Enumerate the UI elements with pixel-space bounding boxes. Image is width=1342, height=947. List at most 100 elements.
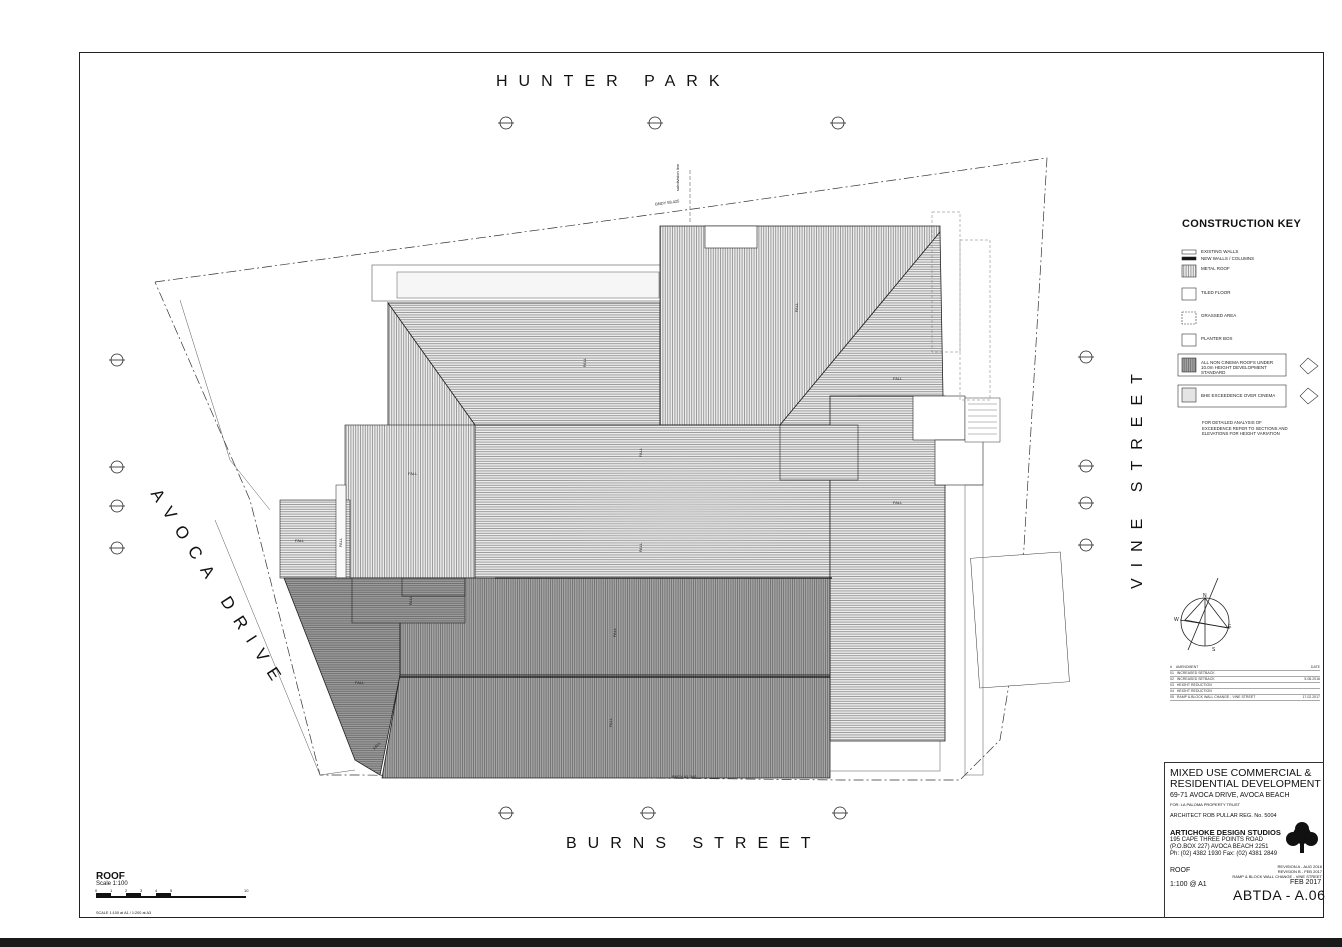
construction-key-note: FOR DETAILED ANALYSIS OF EXCEEDENCE REFE… [1202, 420, 1288, 436]
scale-tick: 10 [244, 888, 249, 893]
section-marker-east-1 [1078, 350, 1094, 364]
revision-row: 05 RAMP & BLOCK WALL CHANGE - VINE STREE… [1170, 695, 1320, 701]
sheet-name: ROOF [1170, 867, 1191, 874]
cinema-exceedence-zone [540, 450, 820, 570]
drawing-date: FEB 2017 [1290, 879, 1322, 886]
revision-a: REVISION A - AUG 2016 [1277, 864, 1322, 869]
construction-key-swatches [1177, 249, 1319, 408]
east-ramp [970, 551, 1070, 689]
site-boundary [154, 157, 1048, 781]
key-item-non-cinema-roofs: ALL NON CINEMA ROOFS UNDER 10.0m HEIGHT … [1201, 360, 1274, 375]
drawing-number: ABTDA - A.06 [1233, 887, 1326, 903]
scale-tick: 1 [110, 888, 113, 893]
project-client: FOR: LA PALOMA PROPERTY TRUST [1170, 802, 1240, 807]
roof-fall-label: FALL [638, 542, 644, 553]
graphic-scale-bar [96, 893, 246, 898]
section-marker-north-1 [498, 116, 514, 130]
page-edge [0, 938, 1342, 947]
subdivision-line-label: subdivision line [675, 163, 681, 192]
east-light-court-2 [934, 439, 984, 486]
roof-fall-label: FALL [408, 595, 414, 606]
roof-fall-label: FALL [608, 717, 614, 728]
section-marker-north-2 [647, 116, 663, 130]
drawing-title: ROOF [96, 871, 125, 882]
section-markers [109, 116, 1094, 820]
south-footpath [829, 740, 941, 772]
roof-fall-label: FALL [355, 680, 365, 685]
compass-north: N [1203, 593, 1207, 599]
scale-tick: 5 [170, 888, 173, 893]
key-item-tiled-floor: TILED FLOOR [1201, 290, 1231, 295]
boundary-label-south: BNDY 41.340 [672, 774, 697, 779]
roof-south-central-dark [399, 577, 831, 676]
section-marker-west-4 [109, 541, 125, 555]
east-planter-3 [959, 239, 991, 401]
key-item-new-walls: NEW WALLS / COLUMNS [1201, 256, 1255, 261]
construction-key-title: CONSTRUCTION KEY [1182, 218, 1302, 230]
roof-fall-label: FALL [338, 537, 344, 548]
street-label-south: BURNS STREET [566, 835, 822, 852]
street-label-north: HUNTER PARK [496, 73, 731, 90]
roof-plant-dark [351, 577, 466, 624]
roof-fall-label: FALL [893, 500, 903, 505]
drawing-scale-note: SCALE 1:100 at A1 / 1:200 at A3 [96, 911, 152, 915]
compass-west: W [1174, 617, 1179, 623]
revision-row: 01 INCREASED SETBACK [1170, 671, 1320, 677]
compass-south: S [1212, 647, 1216, 653]
scale-tick: 3 [140, 888, 143, 893]
north-planter [396, 271, 660, 299]
key-item-metal-roof: METAL ROOF [1201, 266, 1230, 271]
roof-fall-label: FALL [794, 302, 800, 313]
east-light-court [912, 395, 966, 441]
setback-line-west [179, 299, 271, 511]
key-item-planter-box: PLANTER BOX [1201, 336, 1233, 341]
section-marker-west-3 [109, 499, 125, 513]
firm-phone: Ph: (02) 4382 1930 Fax: (02) 4381 2849 [1170, 851, 1278, 857]
revision-note: RAMP & BLOCK WALL CHANGE - VINE STREET [1232, 874, 1322, 879]
title-block [1164, 762, 1324, 918]
revision-table: # AMENDMENT DATE 01 INCREASED SETBACK 02… [1170, 665, 1320, 701]
roof-fall-label: FALL [295, 538, 305, 543]
section-marker-north-3 [830, 116, 846, 130]
roof-fall-label: FALL [408, 471, 418, 476]
drawing-scale: 1:100 @ A1 [1170, 881, 1207, 888]
revision-b: REVISION B - FEB 2017 [1277, 869, 1322, 874]
firm-address-1: 195 CAPE THREE POINTS ROAD [1170, 837, 1263, 843]
drawing-sheet-border [79, 52, 1324, 918]
project-address: 69-71 AVOCA DRIVE, AVOCA BEACH [1170, 792, 1290, 799]
setback-line-southwest [214, 519, 356, 776]
section-marker-south-2 [640, 806, 656, 820]
key-item-bhe-exceedence: BHE EXCEEDENCE OVER CINEMA [1201, 393, 1276, 398]
section-marker-east-2 [1078, 459, 1094, 473]
architect-line: ARCHITECT ROB PULLAR REG. No. 5004 [1170, 813, 1277, 819]
key-item-grassed-area: GRASSED AREA [1201, 313, 1237, 318]
drawing-scale-label: Scale 1:100 [96, 881, 128, 887]
section-marker-east-4 [1078, 538, 1094, 552]
roof-fall-label: FALL [893, 376, 903, 381]
section-marker-south-3 [832, 806, 848, 820]
revision-row: 04 HEIGHT REDUCTION [1170, 689, 1320, 695]
east-planter [964, 484, 984, 776]
section-marker-west-2 [109, 460, 125, 474]
scale-tick: 4 [155, 888, 158, 893]
revision-row: 03 HEIGHT REDUCTION [1170, 683, 1320, 689]
scale-tick: 0 [95, 888, 98, 893]
firm-logo-tree [1286, 822, 1318, 853]
street-label-east: VINE STREET [1129, 363, 1146, 589]
section-marker-south-1 [498, 806, 514, 820]
north-arrow [1179, 577, 1231, 651]
roof-fall-label: FALL [582, 357, 588, 368]
section-marker-east-3 [1078, 496, 1094, 510]
roof-fall-label: FALL [638, 447, 644, 458]
roof-west-wing [344, 424, 476, 579]
roof-east-inset [779, 424, 859, 481]
key-item-existing-walls: EXISTING WALLS [1201, 249, 1239, 254]
firm-name: ARTICHOKE DESIGN STUDIOS [1170, 828, 1281, 837]
east-stair [964, 397, 1001, 443]
roof-south-dark [381, 674, 831, 779]
project-title: MIXED USE COMMERCIAL & RESIDENTIAL DEVEL… [1170, 767, 1321, 790]
roof-west-strip [335, 484, 347, 579]
firm-address-2: (P.O.BOX 227) AVOCA BEACH 2251 [1170, 844, 1269, 850]
